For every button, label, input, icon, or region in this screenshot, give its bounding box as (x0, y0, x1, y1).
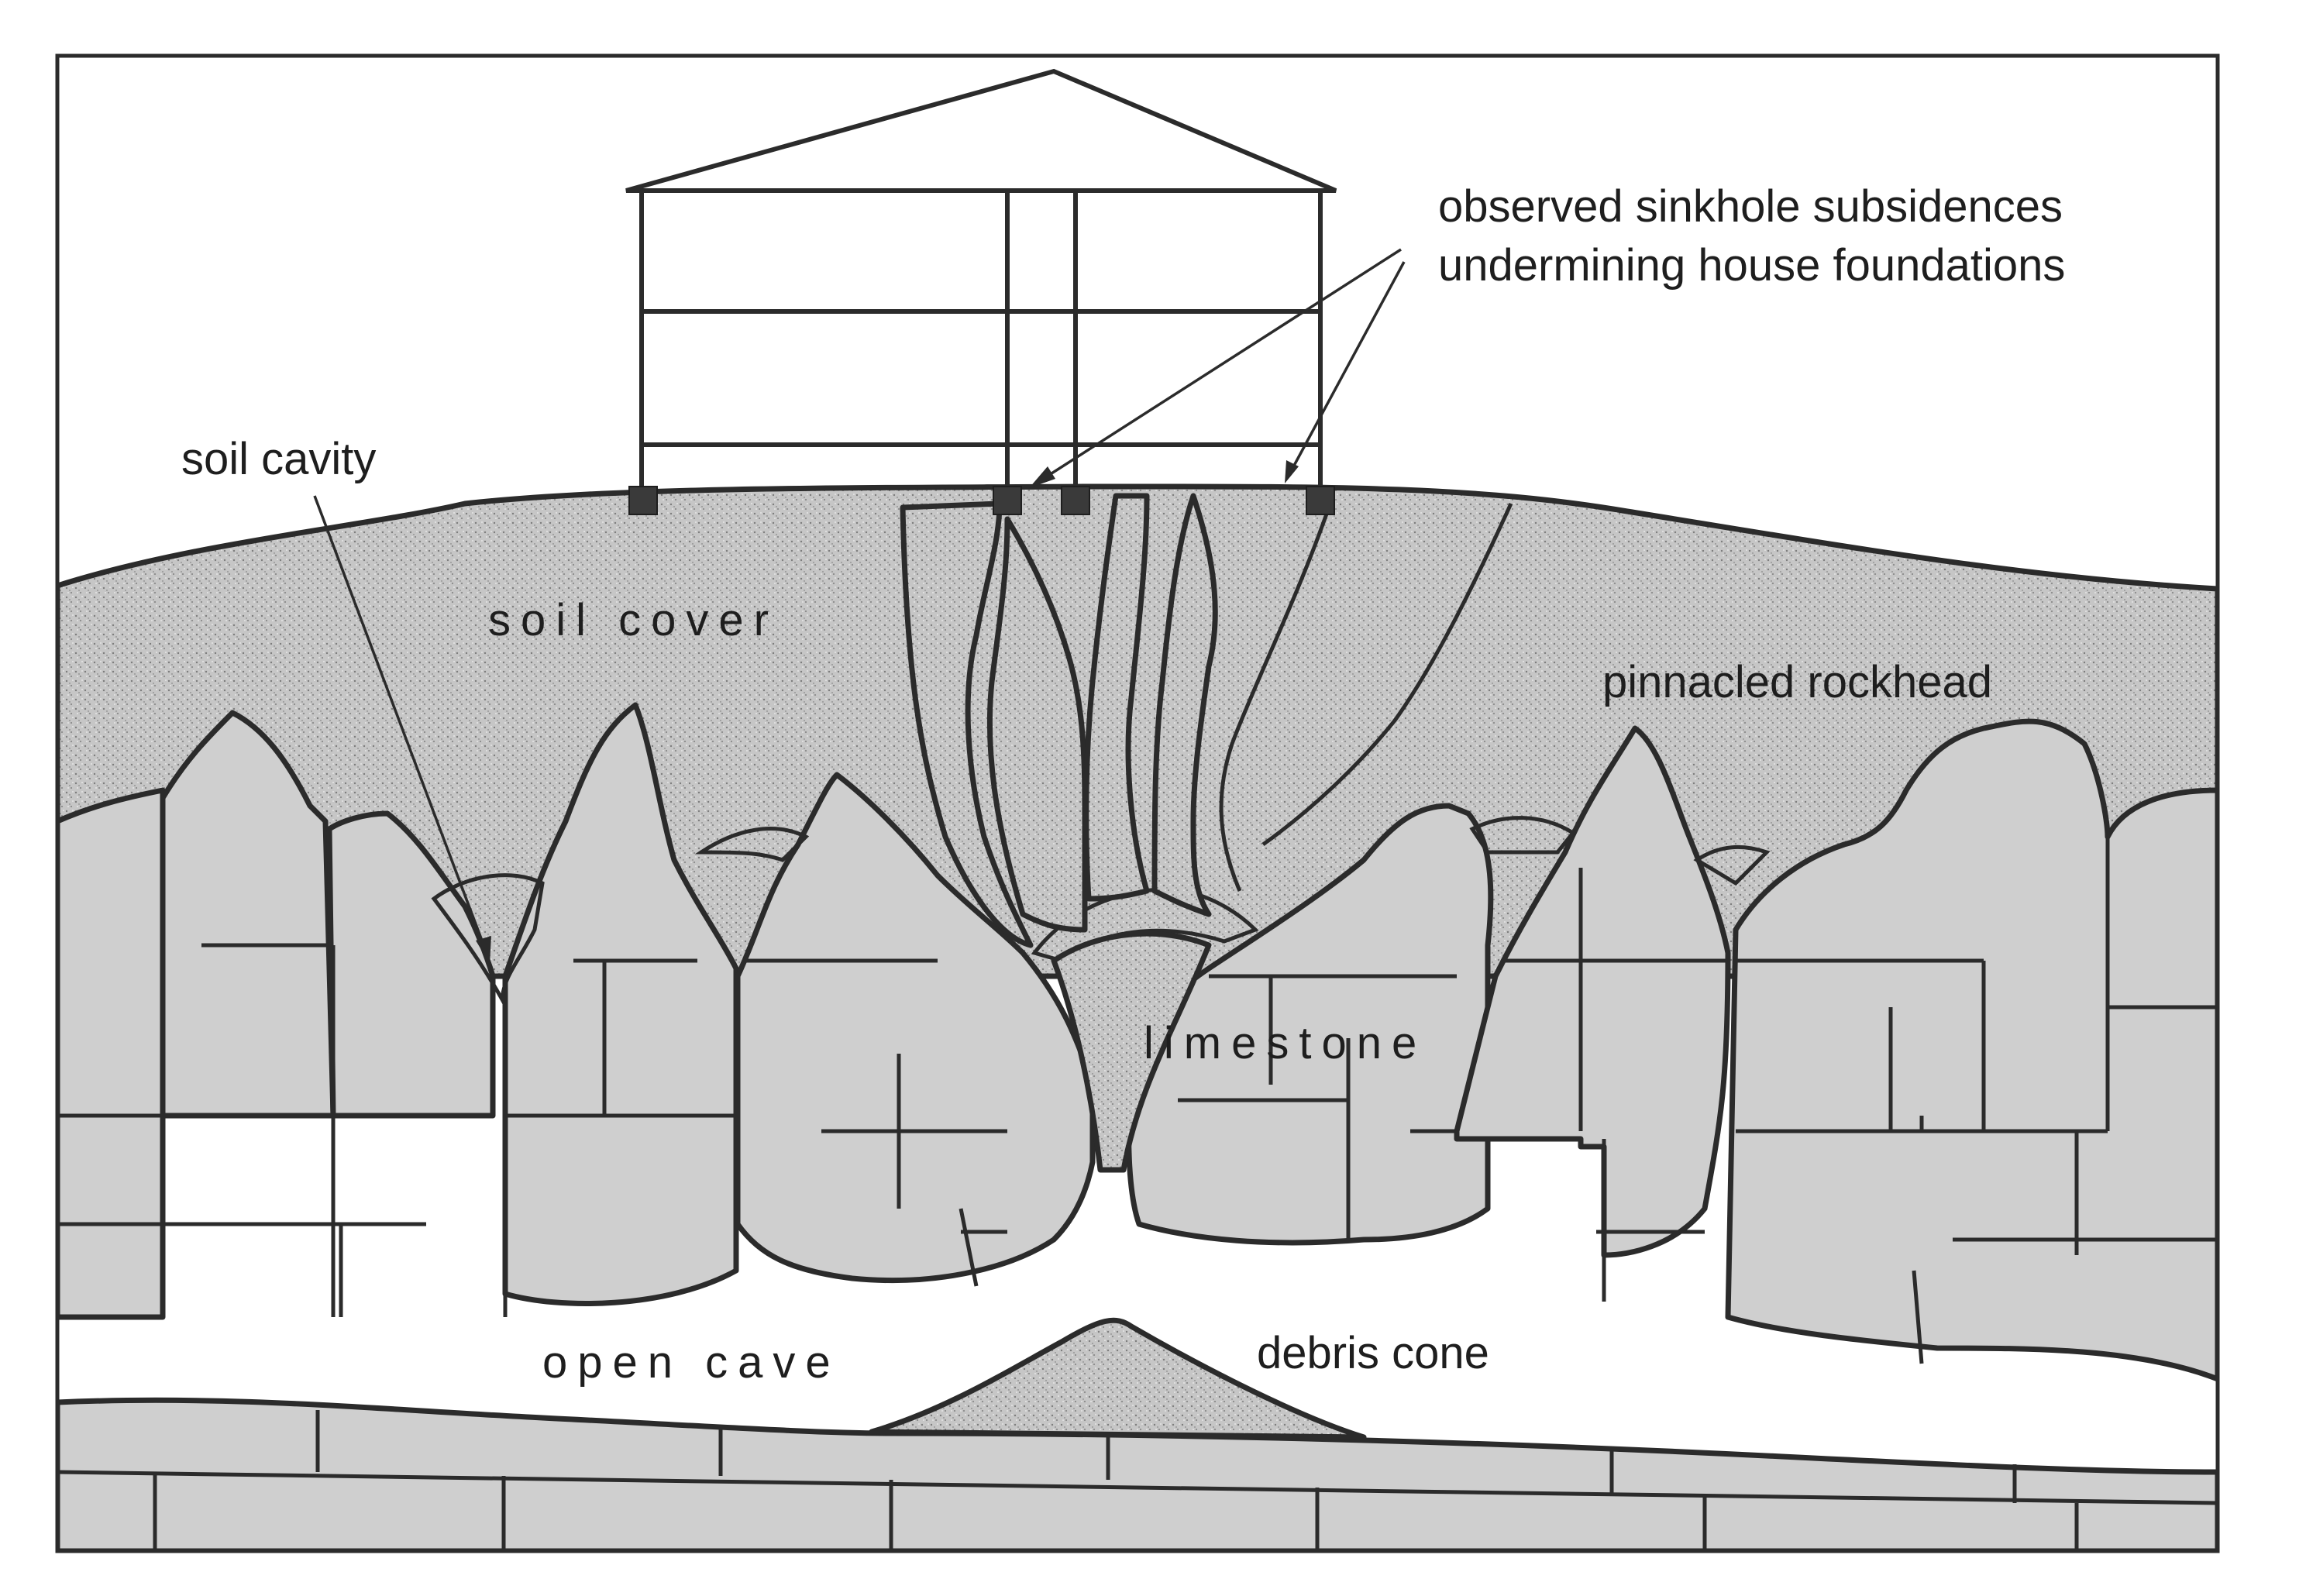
label-observed-line2: undermining house foundations (1438, 240, 2065, 291)
label-pinnacled-rockhead: pinnacled rockhead (1602, 657, 1992, 707)
pinnacle (1125, 803, 1494, 1246)
label-soil-cavity: soil cavity (181, 434, 376, 484)
rock-joints (57, 495, 2218, 1551)
soil-cavity-void (1469, 816, 1576, 855)
house (625, 68, 1337, 515)
arrow-soil-cavity (313, 495, 488, 954)
foundation-pad (628, 486, 658, 515)
label-soil-cover: soil cover (488, 595, 779, 645)
pinnacle (1725, 718, 2218, 1382)
label-open-cave: open cave (542, 1337, 841, 1388)
collapse-block (900, 500, 1034, 948)
soil-cavity-void (431, 873, 545, 1006)
pinnacle (735, 772, 1096, 1284)
soil-plug (1051, 930, 1212, 1173)
foundation-pad (993, 486, 1022, 515)
foundation-pad (1306, 486, 1335, 515)
soil-cavity-void (694, 827, 810, 862)
pinnacle (502, 702, 739, 1306)
arrow-subsidence-left (1038, 248, 1402, 483)
pinnacle (57, 787, 166, 1320)
pinnacle (160, 710, 336, 1119)
soil-cavity-void (1693, 844, 1771, 886)
foundation-pad (1061, 486, 1090, 515)
label-limestone: limestone (1144, 1018, 1427, 1068)
geology-section (57, 483, 2218, 1551)
pinnacle (1454, 725, 1731, 1258)
house-roof (625, 68, 1337, 193)
label-debris-cone: debris cone (1257, 1328, 1489, 1378)
label-observed-line1: observed sinkhole subsidences (1438, 181, 2063, 232)
diagram-frame (55, 53, 2220, 1553)
debris-cone-shape (869, 1317, 1367, 1440)
house-walls (639, 188, 1323, 447)
collapse-block (1151, 493, 1218, 917)
annotation-arrows (313, 248, 1406, 964)
collapse-block (1083, 493, 1150, 902)
collapse-block (986, 516, 1088, 933)
arrow-subsidence-right (1288, 261, 1406, 475)
